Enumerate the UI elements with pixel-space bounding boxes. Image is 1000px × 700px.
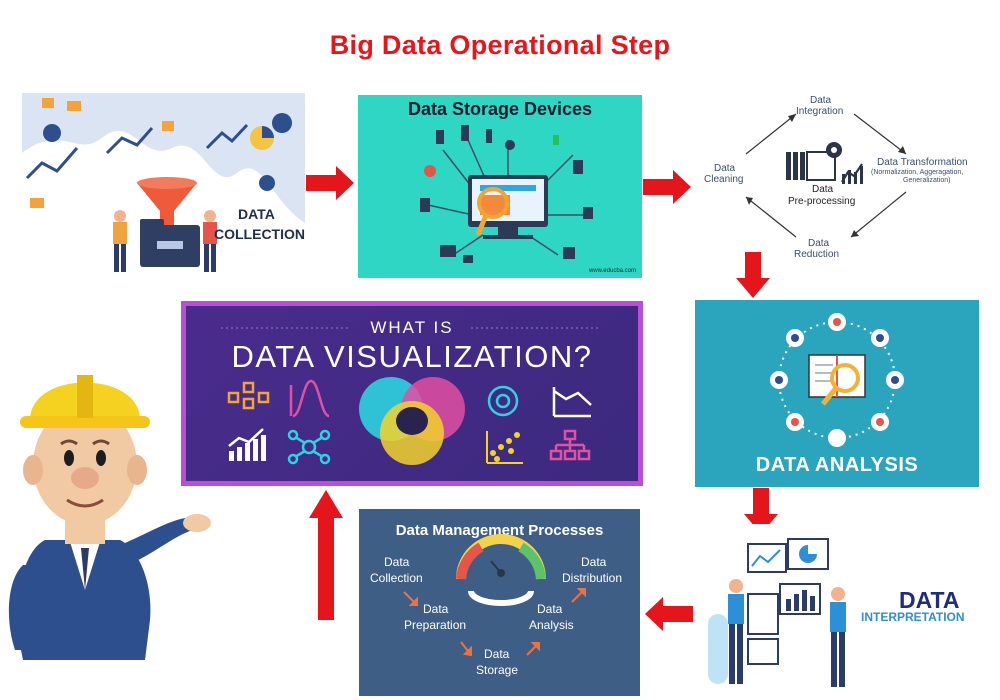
data-interpretation-illustration — [708, 538, 846, 687]
arrow-down-2 — [744, 488, 778, 534]
reduction-line2: Reduction — [794, 249, 840, 260]
data-collection-panel: DATA COLLECTION — [22, 93, 305, 277]
data-visualization-panel: WHAT IS DATA VISUALIZATION? — [181, 301, 643, 486]
preprocessing-center-line1: Data — [812, 184, 834, 195]
mgmt-storage-line2: Storage — [476, 663, 519, 677]
storage-devices-illustration — [420, 125, 593, 263]
transformation-line1: Data Transformation — [877, 157, 968, 168]
reduction-line1: Data — [808, 238, 830, 249]
transformation-line2: (Normalization, Aggeragation, — [871, 169, 964, 176]
data-storage-panel: Data Storage Devices www.educba.com — [358, 95, 642, 278]
arrow-down-1 — [736, 252, 770, 298]
visualization-line2: DATA VISUALIZATION? — [231, 339, 593, 374]
interpretation-label-line2: INTERPRETATION — [861, 610, 965, 624]
mgmt-analysis-line2: Analysis — [529, 618, 574, 632]
cleaning-line2: Cleaning — [704, 174, 744, 185]
visualization-line1: WHAT IS — [370, 318, 454, 337]
integration-line2: Integration — [796, 106, 844, 117]
analysis-label: DATA ANALYSIS — [755, 454, 919, 476]
engineer-character — [8, 375, 211, 660]
mgmt-collection-line2: Collection — [370, 571, 423, 585]
preprocessing-center-line2: Pre-processing — [788, 196, 856, 207]
mgmt-preparation-line1: Data — [423, 602, 449, 616]
storage-heading: Data Storage Devices — [407, 99, 593, 119]
collection-label-line2: COLLECTION — [214, 226, 305, 242]
page-title: Big Data Operational Step — [329, 30, 671, 60]
integration-line1: Data — [810, 95, 832, 106]
mgmt-distribution-line2: Distribution — [562, 571, 623, 585]
cleaning-line1: Data — [714, 163, 736, 174]
mgmt-distribution-line1: Data — [581, 555, 607, 569]
storage-credit: www.educba.com — [588, 268, 636, 274]
data-management-panel: Data Management Processes Data Collectio… — [359, 509, 640, 696]
management-flow-arrows — [403, 534, 586, 657]
visualization-illustration — [221, 327, 601, 465]
mgmt-storage-line1: Data — [484, 647, 510, 661]
data-analysis-panel: DATA ANALYSIS — [695, 300, 979, 487]
data-interpretation-panel: DATA INTERPRETATION — [698, 524, 984, 694]
arrow-right-1 — [306, 166, 354, 200]
preprocessing-cycle-arrows — [745, 113, 907, 238]
management-heading: Data Management Processes — [395, 522, 604, 539]
arrow-right-2 — [643, 170, 691, 204]
mgmt-collection-line1: Data — [384, 555, 410, 569]
collection-label-line1: DATA — [238, 206, 275, 222]
preprocessing-panel: Data Pre-processing Data Integration Dat… — [696, 92, 992, 267]
mgmt-preparation-line2: Preparation — [404, 618, 467, 632]
arrow-left-1 — [645, 597, 693, 631]
data-collection-illustration — [22, 93, 305, 277]
transformation-line3: Generalization) — [903, 177, 951, 184]
arrow-up-1 — [309, 490, 343, 620]
interpretation-label-line1: DATA — [899, 587, 960, 613]
data-analysis-illustration — [770, 313, 904, 447]
mgmt-analysis-line1: Data — [537, 602, 563, 616]
